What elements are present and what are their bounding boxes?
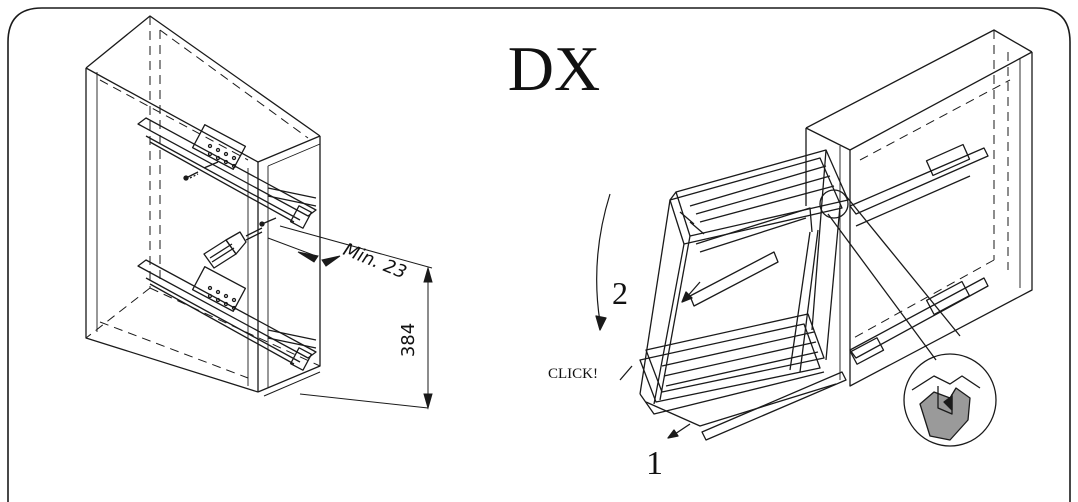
left-upper-rail — [137, 117, 317, 229]
rotation-arrowhead-icon — [595, 315, 607, 331]
left-dimension-lines — [267, 225, 433, 410]
step-1-arrowhead-icon — [667, 429, 679, 439]
page-title: DX — [508, 33, 600, 104]
dimension-height-label: 384 — [398, 323, 419, 357]
left-cabinet-hidden-lines — [85, 16, 321, 379]
click-label: CLICK! — [548, 366, 598, 382]
left-screw-icons — [183, 161, 277, 227]
sheet-frame — [7, 7, 1071, 502]
right-upper-rail — [849, 143, 989, 227]
right-cabinet-hidden-lines — [849, 30, 1011, 341]
click-detail-callout — [819, 189, 997, 447]
click-pointer-line — [619, 365, 633, 381]
right-cabinet-diagram — [595, 29, 1033, 447]
pull-out-basket — [639, 149, 849, 441]
screwdriver-icon — [203, 227, 263, 269]
step-1-label: 1 — [646, 445, 663, 482]
right-lower-rail — [849, 277, 989, 365]
rotation-arrow-icon — [596, 193, 611, 323]
step-2-pointer-arrowhead-icon — [681, 291, 693, 303]
clip-detail-shape — [919, 387, 971, 441]
left-cabinet-diagram — [85, 15, 321, 397]
left-lower-rail — [137, 259, 317, 371]
dimension-min-label: Min. 23 — [340, 239, 409, 283]
left-cabinet-base — [263, 371, 321, 397]
step-2-label: 2 — [612, 275, 628, 311]
